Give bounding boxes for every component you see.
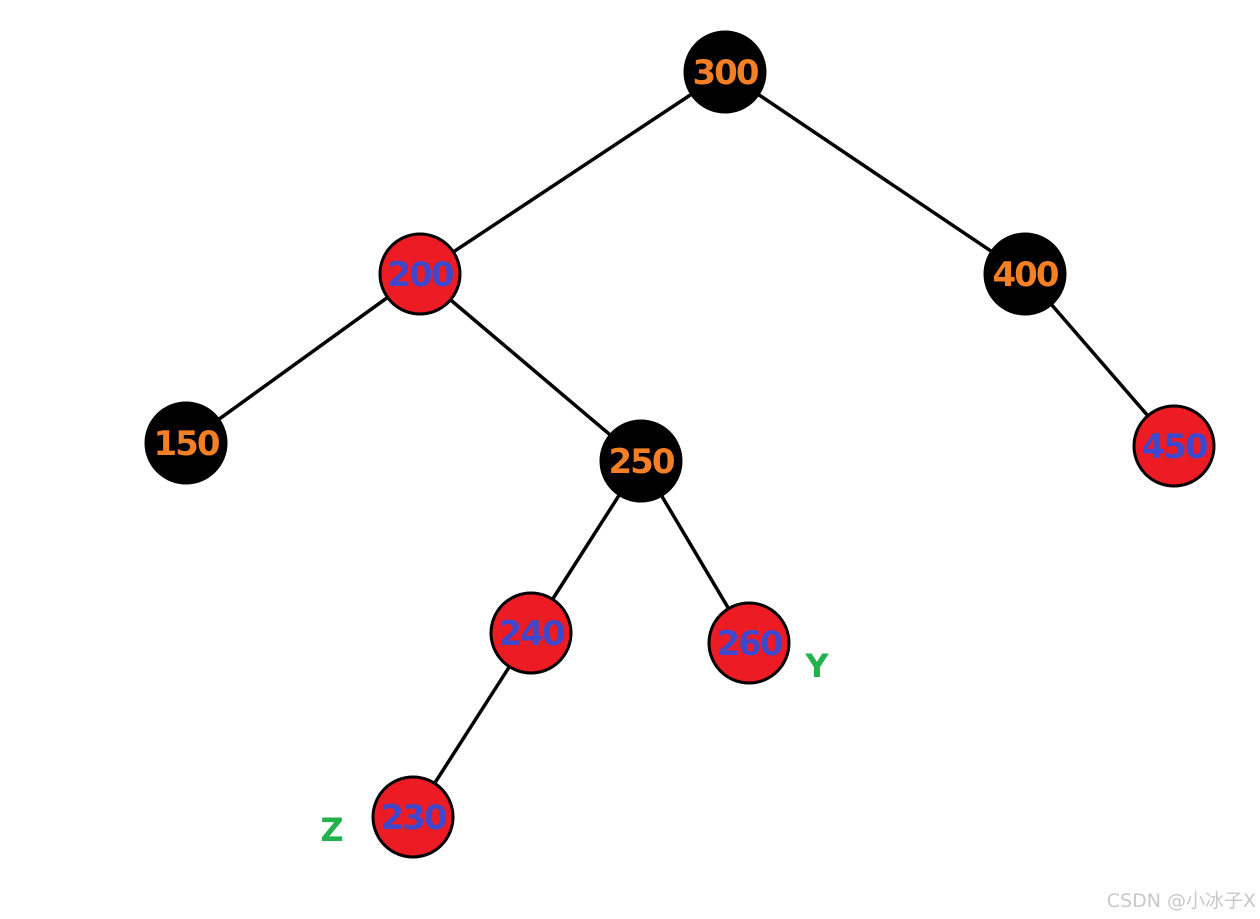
node-label-400: 400 xyxy=(993,255,1059,295)
tags-layer: YZ xyxy=(320,647,829,849)
node-label-240: 240 xyxy=(499,614,565,654)
node-label-450: 450 xyxy=(1142,427,1208,467)
node-450: 450 xyxy=(1132,404,1216,488)
node-260: 260 xyxy=(707,601,791,685)
node-label-260: 260 xyxy=(717,624,783,664)
node-circle-400 xyxy=(983,232,1067,316)
edges-layer xyxy=(184,70,1176,818)
edge-200-150 xyxy=(184,272,422,445)
node-circle-200 xyxy=(378,232,462,316)
edge-300-400 xyxy=(724,70,1026,276)
tag-y-label: Y xyxy=(804,647,829,685)
node-circle-250 xyxy=(599,419,683,503)
node-circle-450 xyxy=(1132,404,1216,488)
node-circle-300 xyxy=(683,30,767,114)
node-200: 200 xyxy=(378,232,462,316)
node-150: 150 xyxy=(144,401,228,485)
node-400: 400 xyxy=(983,232,1067,316)
node-label-200: 200 xyxy=(388,255,454,295)
node-circle-150 xyxy=(144,401,228,485)
node-circle-230 xyxy=(371,775,455,859)
edge-300-200 xyxy=(419,70,726,276)
tag-z-label: Z xyxy=(320,811,343,849)
node-circle-240 xyxy=(489,591,573,675)
edge-200-250 xyxy=(418,272,643,463)
node-label-300: 300 xyxy=(693,53,759,93)
watermark-text: CSDN @小冰子X xyxy=(1106,890,1256,912)
node-300: 300 xyxy=(683,30,767,114)
node-label-250: 250 xyxy=(609,442,675,482)
nodes-layer: 300 200 400 150 250 450 240 260 230 xyxy=(144,30,1216,859)
node-label-150: 150 xyxy=(154,424,220,464)
node-230: 230 xyxy=(371,775,455,859)
node-circle-260 xyxy=(707,601,791,685)
node-label-230: 230 xyxy=(381,798,447,838)
node-240: 240 xyxy=(489,591,573,675)
node-250: 250 xyxy=(599,419,683,503)
